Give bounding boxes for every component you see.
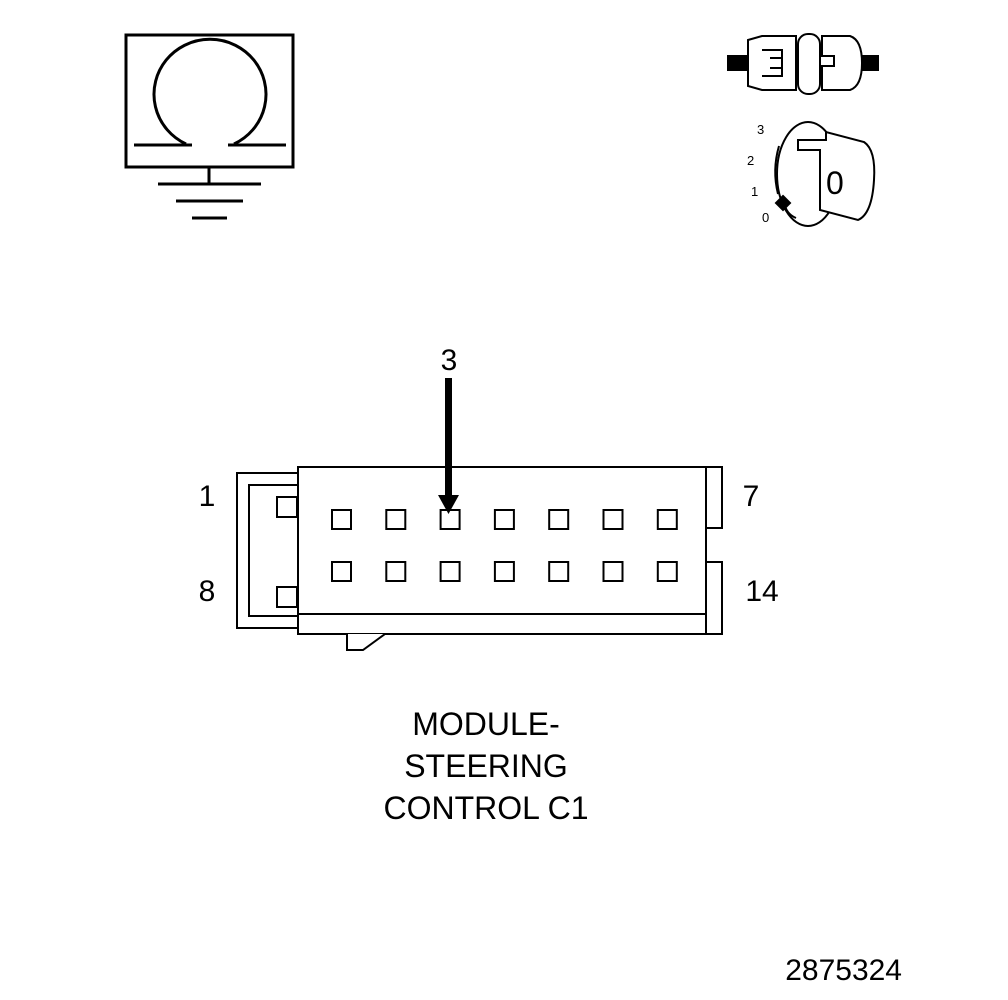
pin-label-7: 7 — [743, 480, 760, 513]
connector-caption: MODULE- STEERING CONTROL C1 — [300, 703, 672, 829]
key-position-3: 3 — [757, 122, 764, 137]
caption-line-3: CONTROL C1 — [383, 790, 589, 826]
bottom-pin-row — [331, 561, 678, 582]
connector-face — [236, 466, 723, 651]
pin-label-14: 14 — [745, 575, 778, 608]
pin-label-8: 8 — [199, 575, 216, 608]
pin-cavity-13 — [602, 561, 624, 582]
highlight-pin-label: 3 — [441, 344, 458, 377]
pin-cavity-9 — [385, 561, 407, 582]
pin-cavity-5 — [548, 509, 570, 530]
pin-cavity-3 — [439, 509, 461, 530]
key-position-2: 2 — [747, 153, 754, 168]
pin-pointer-arrow — [438, 378, 459, 514]
pin-cavity-12 — [548, 561, 570, 582]
top-pin-row — [331, 509, 678, 530]
pin-cavity-8 — [331, 561, 352, 582]
connector-disconnected-icon — [727, 33, 879, 95]
pin-label-1: 1 — [199, 480, 216, 513]
key-position-1: 1 — [751, 184, 758, 199]
ignition-key-icon — [774, 121, 876, 227]
caption-line-1: MODULE- — [412, 706, 560, 742]
pin-cavity-11 — [493, 561, 515, 582]
pin-cavity-2 — [385, 509, 407, 530]
key-label: 0 — [826, 165, 844, 201]
ohmmeter-ground-icon — [124, 33, 295, 220]
figure-number: 2875324 — [785, 954, 902, 987]
caption-line-2: STEERING — [404, 748, 568, 784]
key-position-0: 0 — [762, 210, 769, 225]
pin-cavity-14 — [656, 561, 678, 582]
pin-cavity-4 — [493, 509, 515, 530]
pin-cavity-10 — [439, 561, 461, 582]
pin-cavity-1 — [331, 509, 352, 530]
pin-cavity-7 — [656, 509, 678, 530]
pin-cavity-6 — [602, 509, 624, 530]
